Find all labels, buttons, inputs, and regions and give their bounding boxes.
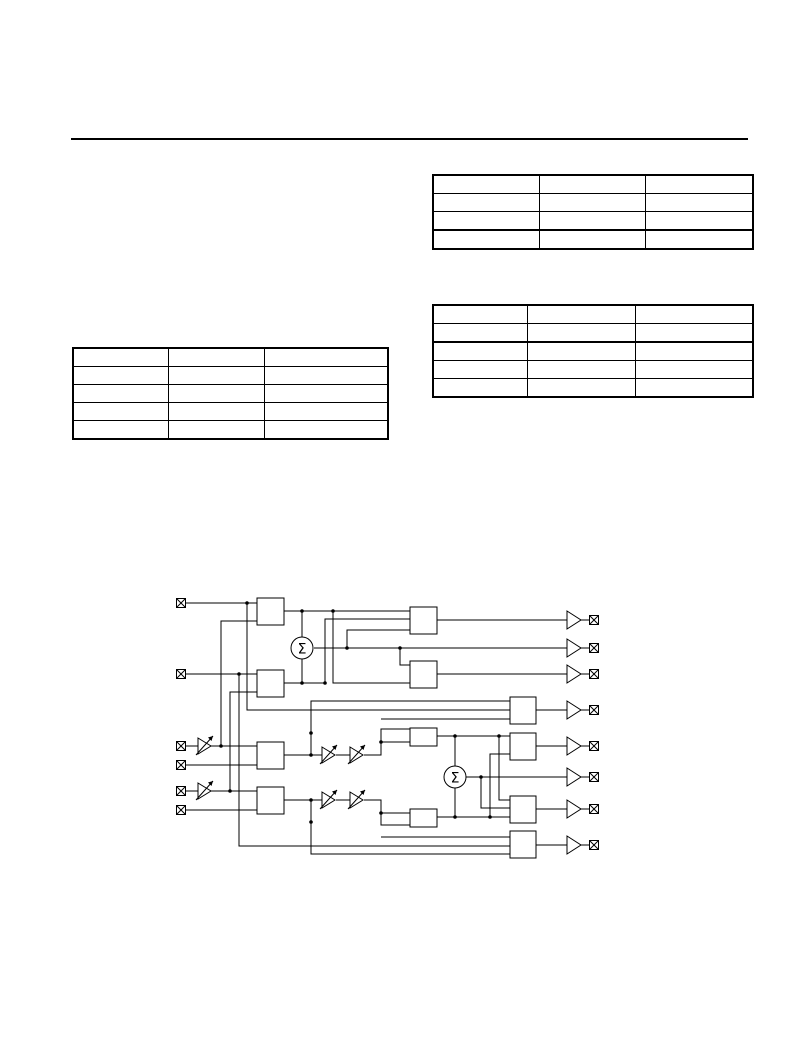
output-buffer-icon	[566, 664, 582, 684]
output-terminal-icon	[589, 705, 599, 715]
output-buffer-icon	[566, 767, 582, 787]
input-block-a	[256, 597, 285, 626]
combiner-block-2	[409, 660, 438, 689]
output-block-2	[509, 732, 537, 761]
table-row	[72, 402, 389, 421]
input-block-c	[256, 741, 285, 770]
input-terminal-icon	[176, 741, 186, 751]
combiner-block-3	[409, 727, 438, 747]
summing-junction-1: Σ	[290, 636, 314, 660]
table-cell	[644, 193, 754, 212]
variable-amplifier-icon	[347, 744, 366, 765]
input-terminal-icon	[176, 786, 186, 796]
combiner-block-4	[409, 808, 438, 828]
output-buffer-icon	[566, 638, 582, 658]
table-row	[72, 347, 389, 367]
header-rule	[71, 138, 748, 140]
variable-amplifier-icon	[347, 789, 366, 810]
table-mid-right	[432, 304, 754, 398]
table-cell	[263, 402, 389, 421]
output-terminal-icon	[589, 669, 599, 679]
output-block-1	[509, 696, 537, 725]
input-terminal-icon	[176, 760, 186, 770]
input-terminal-icon	[176, 805, 186, 815]
table-row	[432, 323, 754, 343]
variable-amplifier-icon	[319, 744, 338, 765]
variable-amplifier-icon	[195, 735, 214, 756]
output-terminal-icon	[589, 772, 599, 782]
table-cell	[634, 360, 754, 379]
variable-amplifier-icon	[195, 780, 214, 801]
input-block-b	[256, 669, 285, 698]
table-left	[72, 347, 389, 440]
junction-dots	[219, 601, 501, 824]
table-row	[432, 193, 754, 212]
table-row	[432, 211, 754, 231]
sum-symbol-2: Σ	[451, 771, 460, 787]
table-row	[432, 341, 754, 361]
table-row	[72, 420, 389, 440]
output-terminal-icon	[589, 741, 599, 751]
output-buffer-icon	[566, 799, 582, 819]
table-row	[432, 378, 754, 398]
summing-junction-2: Σ	[443, 765, 467, 789]
input-terminal-icon	[176, 669, 186, 679]
sum-symbol-1: Σ	[298, 642, 307, 658]
table-row	[432, 229, 754, 250]
table-cell	[634, 378, 754, 398]
output-buffer-icon	[566, 835, 582, 855]
table-cell	[644, 211, 754, 231]
combiner-block-1	[409, 606, 438, 635]
variable-amplifier-icon	[319, 789, 338, 810]
diagram-wires	[185, 602, 589, 855]
output-terminal-icon	[589, 615, 599, 625]
input-block-d	[256, 786, 285, 815]
output-buffer-icon	[566, 610, 582, 630]
table-top-right	[432, 174, 754, 250]
output-buffer-icon	[566, 700, 582, 720]
table-cell	[644, 229, 754, 250]
table-row	[432, 360, 754, 379]
output-terminal-icon	[589, 643, 599, 653]
output-terminal-icon	[589, 804, 599, 814]
output-terminal-icon	[589, 840, 599, 850]
input-terminal-icon	[176, 598, 186, 608]
output-buffer-icon	[566, 736, 582, 756]
output-block-3	[509, 795, 537, 824]
table-row	[72, 384, 389, 403]
table-cell	[263, 420, 389, 440]
table-cell	[634, 323, 754, 343]
output-block-4	[509, 830, 537, 859]
